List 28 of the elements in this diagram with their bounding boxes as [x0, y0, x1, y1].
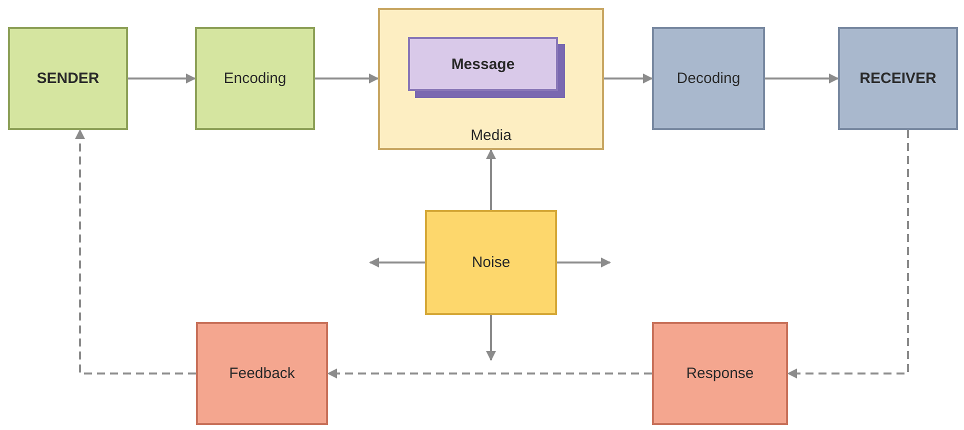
process-box [378, 8, 604, 150]
process-box [195, 27, 315, 130]
process-box [196, 322, 328, 425]
process-box [652, 27, 765, 130]
arrow [315, 74, 379, 84]
arrow [604, 74, 653, 84]
arrow [486, 315, 496, 361]
arrow [787, 130, 909, 378]
process-box [652, 322, 788, 425]
box-label: SENDER [36, 70, 100, 87]
arrow [486, 149, 496, 210]
box-label: Noise [472, 254, 510, 271]
arrow [557, 258, 611, 268]
arrow [128, 74, 196, 84]
box-label: Message [451, 56, 515, 72]
process-box [425, 210, 557, 315]
box-label: Decoding [676, 70, 740, 87]
process-box [8, 27, 128, 130]
arrow [369, 258, 425, 268]
arrow [75, 129, 196, 374]
box-label: Response [686, 365, 754, 382]
box-label: RECEIVER [860, 70, 936, 87]
arrow [765, 74, 839, 84]
box-label: Encoding [224, 70, 286, 87]
box-label: Feedback [229, 365, 295, 382]
arrow [327, 368, 652, 378]
box-label: Media [470, 127, 512, 144]
process-box [838, 27, 958, 130]
